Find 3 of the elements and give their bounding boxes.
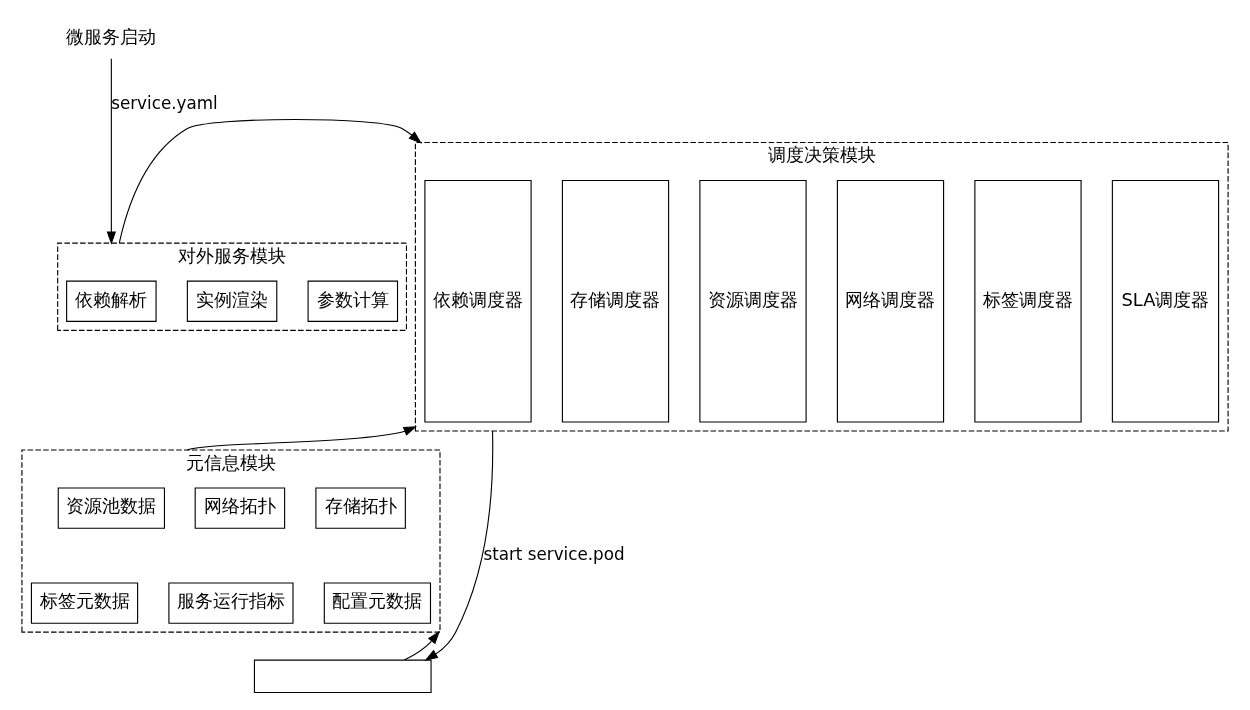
node-text: 微服务启动: [66, 25, 157, 47]
edge-label: service.yaml: [111, 92, 218, 113]
edge-label: start service.pod: [483, 543, 625, 564]
